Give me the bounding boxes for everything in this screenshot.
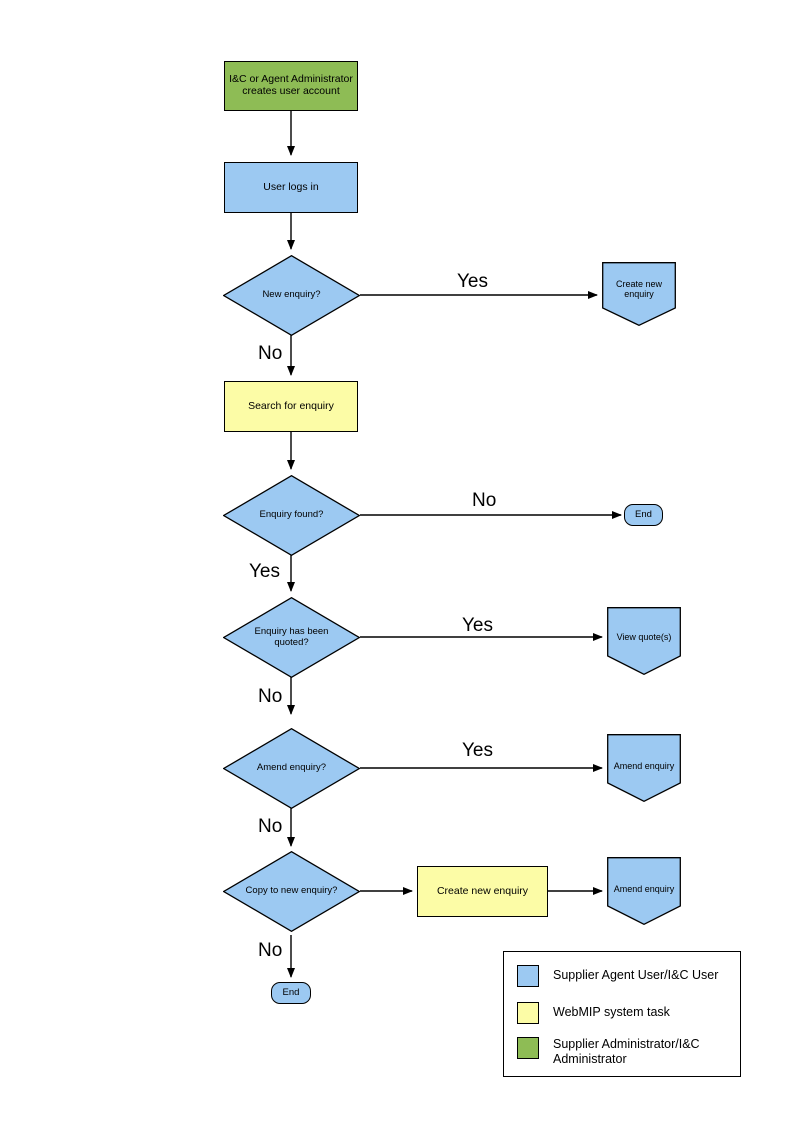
- legend-label: Supplier Administrator/I&C Administrator: [553, 1037, 700, 1066]
- node-label: Enquiry found?: [259, 509, 324, 521]
- legend-swatch-yellow: [517, 1002, 539, 1024]
- node-label: Create new enquiry: [436, 884, 529, 897]
- node-user-logs-in[interactable]: User logs in: [224, 162, 358, 213]
- legend-swatch-blue: [517, 965, 539, 987]
- node-view-quotes[interactable]: View quote(s): [607, 607, 681, 675]
- pentagon-shape: [607, 857, 681, 925]
- node-search-for-enquiry[interactable]: Search for enquiry: [224, 381, 358, 432]
- pentagon-shape: [602, 262, 676, 326]
- node-decision-copy-to-new-enquiry[interactable]: Copy to new enquiry?: [223, 851, 360, 932]
- node-decision-enquiry-quoted[interactable]: Enquiry has been quoted?: [223, 597, 360, 678]
- node-admin-creates-user-account[interactable]: I&C or Agent Administrator creates user …: [224, 61, 358, 111]
- legend-item-supplier-administrator: Supplier Administrator/I&C Administrator: [517, 1037, 732, 1067]
- edge-label-new-enquiry-no: No: [258, 343, 283, 364]
- pentagon-shape: [607, 734, 681, 802]
- node-label: User logs in: [263, 180, 319, 193]
- node-label: End: [282, 986, 300, 998]
- node-end-terminator-found[interactable]: End: [624, 504, 663, 526]
- edge-label-quoted-no: No: [258, 686, 283, 707]
- legend-item-supplier-agent-user: Supplier Agent User/I&C User: [517, 965, 718, 987]
- node-label: Amend enquiry?: [256, 762, 327, 774]
- node-decision-enquiry-found[interactable]: Enquiry found?: [223, 475, 360, 556]
- node-label: I&C or Agent Administrator creates user …: [229, 73, 353, 97]
- node-amend-enquiry-action[interactable]: Amend enquiry: [607, 734, 681, 802]
- node-amend-enquiry-copy[interactable]: Amend enquiry: [607, 857, 681, 925]
- node-label: View quote(s): [616, 632, 672, 642]
- pentagon-shape: [607, 607, 681, 675]
- node-decision-amend-enquiry[interactable]: Amend enquiry?: [223, 728, 360, 809]
- diamond-shape: [223, 851, 360, 932]
- node-label: New enquiry?: [262, 289, 321, 301]
- diamond-shape: [223, 597, 360, 678]
- diamond-shape: [223, 255, 360, 336]
- edge-label-amend-no: No: [258, 816, 283, 837]
- node-create-new-enquiry-system[interactable]: Create new enquiry: [417, 866, 548, 917]
- node-label: Amend enquiry: [613, 884, 675, 894]
- node-label: Enquiry has been quoted?: [254, 625, 329, 648]
- node-create-new-enquiry-user[interactable]: Create new enquiry: [602, 262, 676, 326]
- edge-label-enquiry-found-yes: Yes: [249, 561, 280, 582]
- legend-item-webmip-system-task: WebMIP system task: [517, 1002, 670, 1024]
- node-label: Copy to new enquiry?: [245, 885, 338, 897]
- node-label: End: [635, 508, 652, 520]
- node-label: Create new enquiry: [615, 279, 663, 300]
- legend-box: Supplier Agent User/I&C User WebMIP syst…: [503, 951, 741, 1077]
- edge-label-amend-yes: Yes: [462, 740, 493, 761]
- edge-label-quoted-yes: Yes: [462, 615, 493, 636]
- legend-label: WebMIP system task: [553, 1005, 670, 1019]
- node-decision-new-enquiry[interactable]: New enquiry?: [223, 255, 360, 336]
- legend-swatch-green: [517, 1037, 539, 1059]
- edge-label-copy-no: No: [258, 940, 283, 961]
- edge-label-enquiry-found-no: No: [472, 490, 497, 511]
- node-end-terminator-final[interactable]: End: [271, 982, 311, 1004]
- edge-label-new-enquiry-yes: Yes: [457, 271, 488, 292]
- diamond-shape: [223, 728, 360, 809]
- node-label: Search for enquiry: [248, 399, 334, 412]
- legend-label: Supplier Agent User/I&C User: [553, 968, 719, 982]
- diamond-shape: [223, 475, 360, 556]
- node-label: Amend enquiry: [613, 761, 675, 771]
